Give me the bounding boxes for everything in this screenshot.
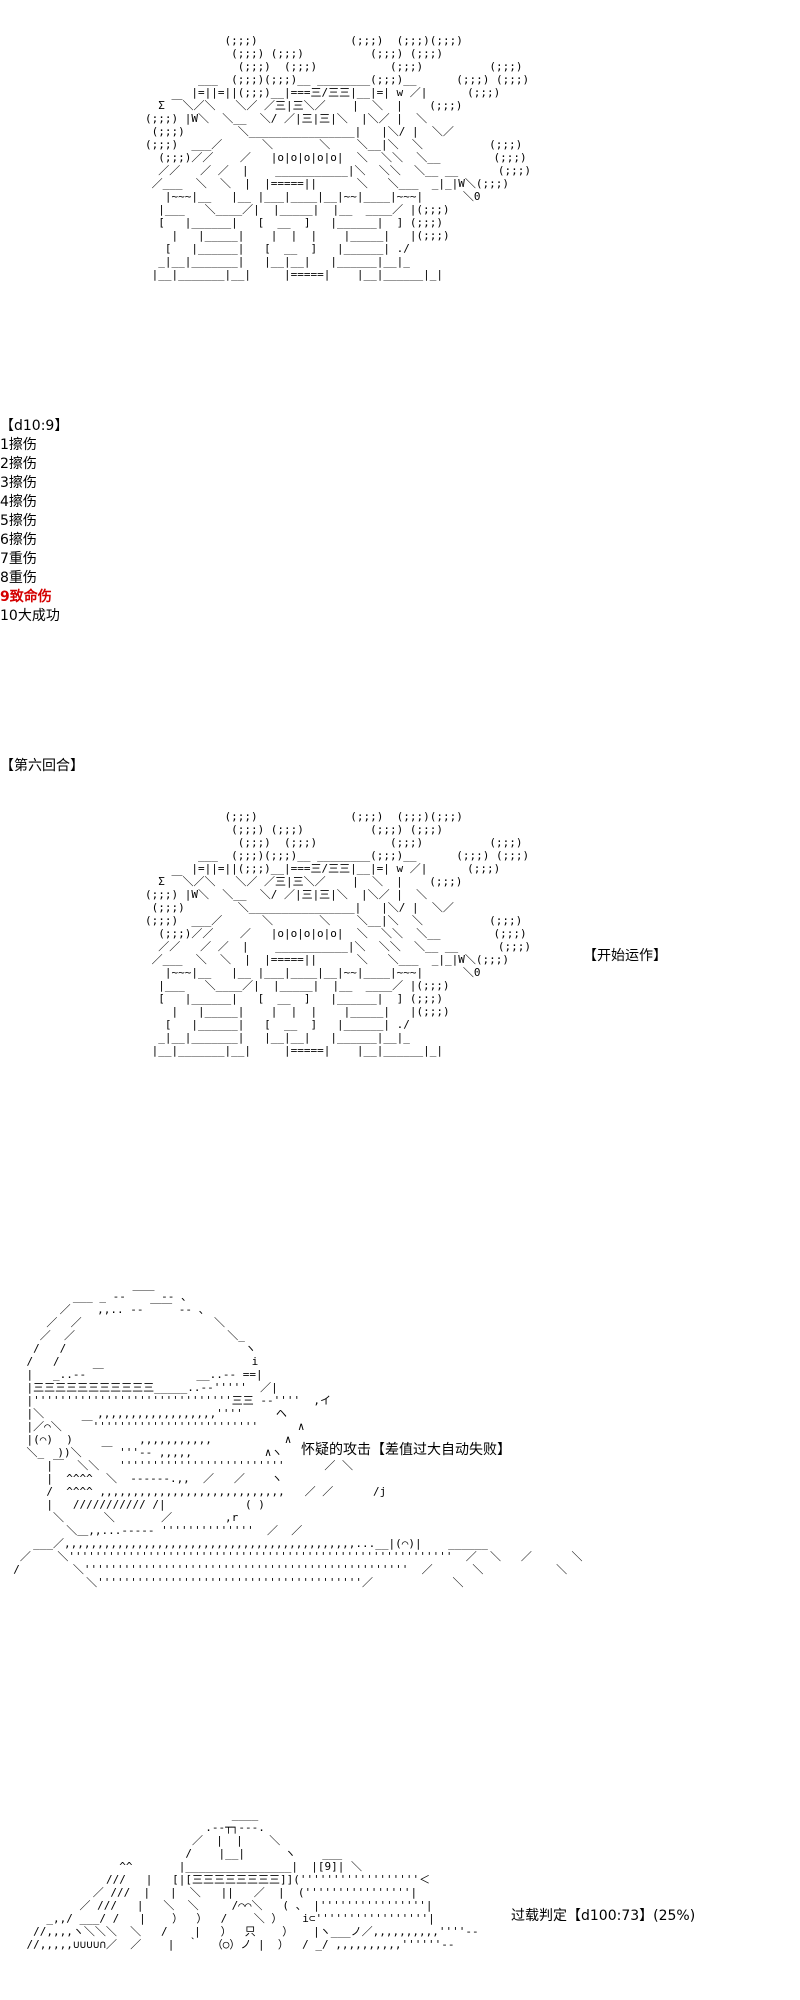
dice-result-item: 3擦伤 bbox=[0, 475, 37, 491]
dice-header: 【d10:9】 bbox=[0, 418, 69, 434]
robot-art-top: (;;;) (;;;) (;;;)(;;;) (;;;) (;;;) (;;;)… bbox=[144, 34, 531, 281]
dice-result-item: 7重伤 bbox=[0, 551, 37, 567]
dice-result-item: 5擦伤 bbox=[0, 513, 37, 529]
round-header: 【第六回合】 bbox=[0, 758, 84, 774]
dice-result-item: 1擦伤 bbox=[0, 437, 37, 453]
face-art: ___ _ -‐ ￣￣ -‐ 、 ／ ,,.. -‐ ￣￣ -‐ 、 ／ ／ ＼… bbox=[13, 1290, 583, 1589]
dice-result-item: 8重伤 bbox=[0, 570, 37, 586]
start-operation-caption: 【开始运作】 bbox=[583, 948, 667, 964]
robot-art-second: (;;;) (;;;) (;;;)(;;;) (;;;) (;;;) (;;;)… bbox=[144, 810, 531, 1057]
dice-result-item: 4擦伤 bbox=[0, 494, 37, 510]
shield-bot-art: ____ .--┬┐---. ／ | | ＼ / |__| ヽ ___ ^^ |… bbox=[26, 1808, 479, 1951]
dice-result-list: 1擦伤 2擦伤 3擦伤 4擦伤 5擦伤 6擦伤 7重伤 8重伤 9致命伤 10大成功 bbox=[0, 436, 60, 626]
dice-result-item: 10大成功 bbox=[0, 608, 60, 624]
overload-caption: 过载判定【d100:73】(25%) bbox=[511, 1908, 696, 1924]
dice-result-item: 9致命伤 bbox=[0, 589, 52, 605]
dice-result-item: 2擦伤 bbox=[0, 456, 37, 472]
dice-result-item: 6擦伤 bbox=[0, 532, 37, 548]
suspicious-attack-caption: 怀疑的攻击【差值过大自动失败】 bbox=[301, 1442, 511, 1458]
